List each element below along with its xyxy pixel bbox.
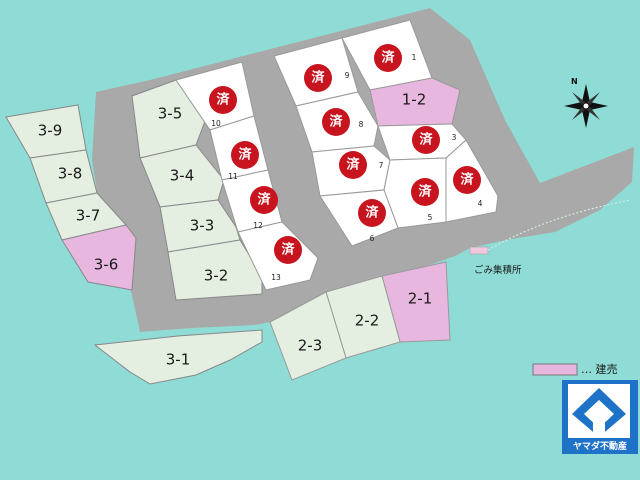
sold-mark-text: 済 <box>281 242 295 258</box>
left-block-lots <box>5 79 263 301</box>
lot-numbers: 1 3 4 5 6 7 8 9 10 11 12 13 <box>211 53 482 282</box>
number-4: 4 <box>478 199 483 208</box>
sold-mark-10: 済 <box>209 86 237 114</box>
sold-mark-text: 済 <box>365 205 379 221</box>
number-5: 5 <box>428 213 433 222</box>
lot-3-4 <box>139 144 225 208</box>
sold-mark-9: 済 <box>304 64 332 92</box>
label-3-1: 3-1 <box>166 351 191 369</box>
sold-mark-text: 済 <box>460 172 474 188</box>
label-2-1: 2-1 <box>408 290 433 308</box>
label-1-2: 1-2 <box>402 91 427 109</box>
compass-north-label: N <box>571 77 578 86</box>
label-2-3: 2-3 <box>298 337 323 355</box>
label-3-3: 3-3 <box>190 217 215 235</box>
garbage-area <box>469 246 489 255</box>
sold-mark-text: 済 <box>346 157 360 173</box>
dotted-boundary <box>487 199 631 251</box>
number-9: 9 <box>345 71 350 80</box>
number-3: 3 <box>452 133 457 142</box>
number-12: 12 <box>253 221 263 230</box>
legend-swatch <box>532 363 578 376</box>
sold-mark-12: 済 <box>250 186 278 214</box>
sold-mark-text: 済 <box>329 114 343 130</box>
sold-mark-3: 済 <box>412 126 440 154</box>
legend: … 建売 <box>532 362 618 376</box>
number-10: 10 <box>211 119 221 128</box>
sold-marks: 済 済 済 済 済 済 済 済 済 済 済 済 <box>209 44 481 264</box>
label-3-4: 3-4 <box>170 167 195 185</box>
sold-mark-text: 済 <box>257 192 271 208</box>
lot-1-2 <box>369 77 461 127</box>
bottom-lots <box>269 261 451 381</box>
lot-3-3 <box>159 199 241 253</box>
label-3-2: 3-2 <box>204 267 229 285</box>
label-3-7: 3-7 <box>76 207 101 225</box>
number-6: 6 <box>370 234 375 243</box>
logo-text: ヤマダ不動産 <box>573 440 627 452</box>
sold-mark-5: 済 <box>411 178 439 206</box>
sold-mark-text: 済 <box>238 147 252 163</box>
number-7: 7 <box>379 161 384 170</box>
lot-2-3 <box>269 291 347 381</box>
label-3-8: 3-8 <box>58 165 83 183</box>
sold-mark-1: 済 <box>374 44 402 72</box>
label-3-6: 3-6 <box>94 256 119 274</box>
sold-mark-text: 済 <box>381 50 395 66</box>
sold-mark-11: 済 <box>231 141 259 169</box>
label-2-2: 2-2 <box>355 312 380 330</box>
number-1: 1 <box>412 53 417 62</box>
company-logo: ヤマダ不動産 <box>562 380 638 454</box>
sold-mark-text: 済 <box>216 92 230 108</box>
lot-labels: 3-9 3-8 3-7 3-6 3-5 3-4 3-3 3-2 3-1 2-1 … <box>38 91 433 369</box>
legend-label: … 建売 <box>581 362 618 376</box>
compass-icon <box>564 84 608 128</box>
sold-mark-6: 済 <box>358 199 386 227</box>
garbage-label: ごみ集積所 <box>474 264 522 276</box>
lot-3-1 <box>93 329 263 385</box>
number-8: 8 <box>359 120 364 129</box>
number-13: 13 <box>271 273 281 282</box>
sold-mark-text: 済 <box>419 132 433 148</box>
sold-mark-8: 済 <box>322 108 350 136</box>
sold-mark-7: 済 <box>339 151 367 179</box>
lot-3-6 <box>61 224 137 291</box>
sold-mark-text: 済 <box>311 70 325 86</box>
lot-3-2 <box>167 239 263 301</box>
label-3-9: 3-9 <box>38 122 63 140</box>
sold-mark-13: 済 <box>274 236 302 264</box>
label-3-5: 3-5 <box>158 105 183 123</box>
number-11: 11 <box>228 172 238 181</box>
sold-mark-4: 済 <box>453 166 481 194</box>
sold-mark-text: 済 <box>418 184 432 200</box>
